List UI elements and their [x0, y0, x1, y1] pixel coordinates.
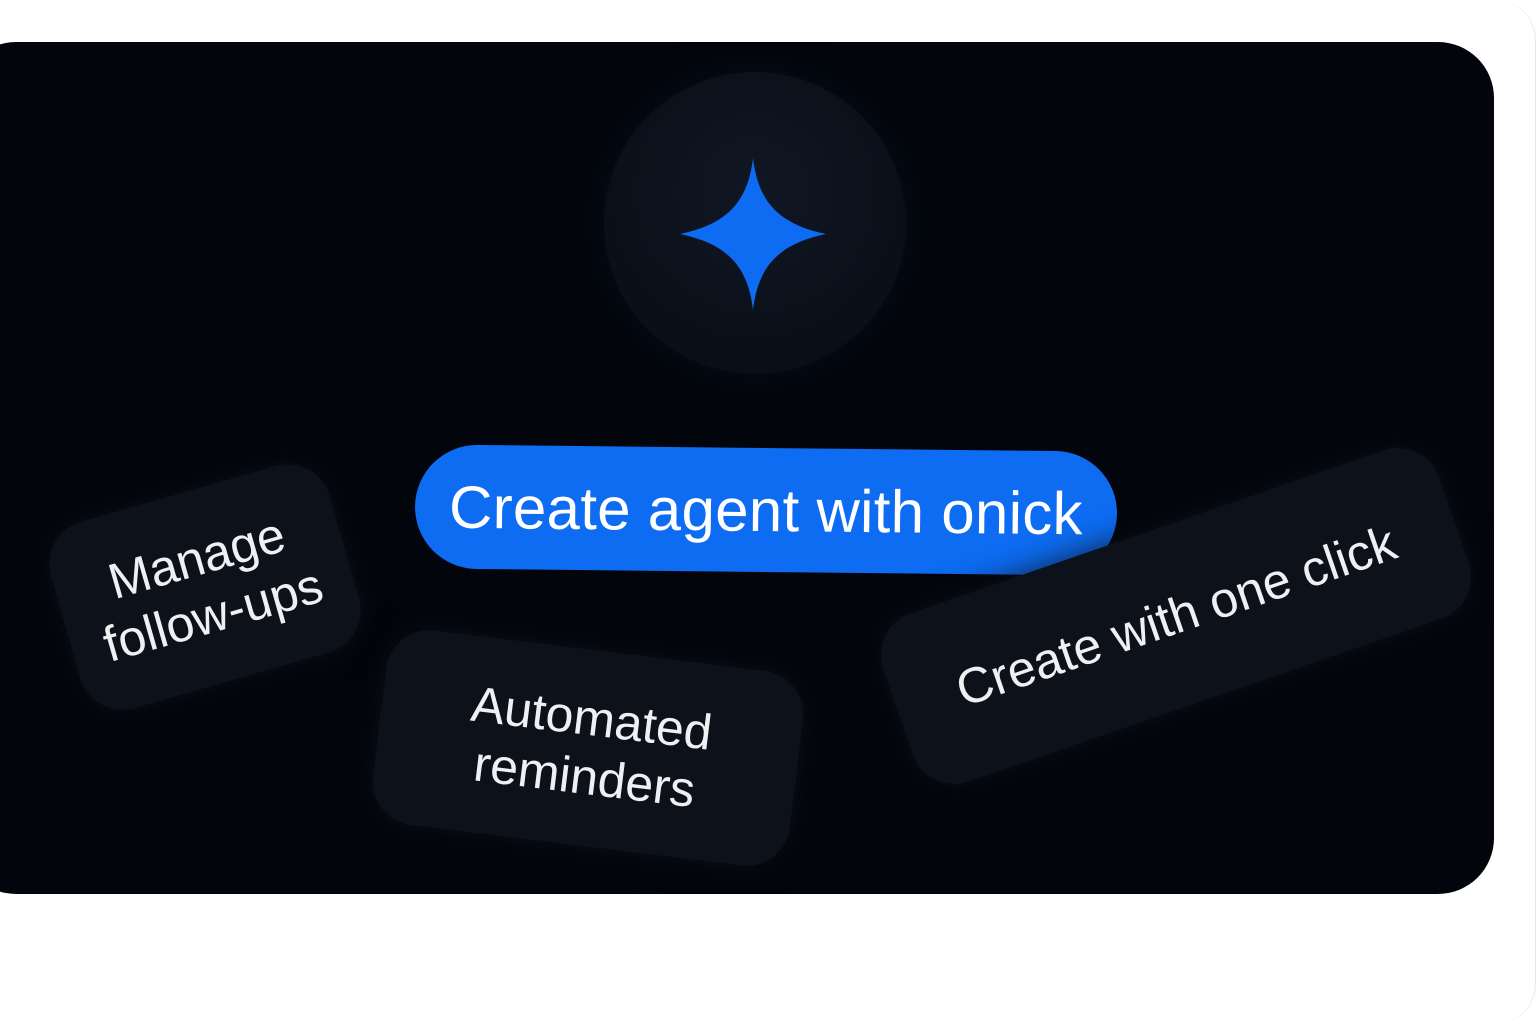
chip-label: Automated reminders: [461, 675, 715, 822]
chip-automated-reminders[interactable]: Automated reminders: [367, 625, 809, 871]
sparkle-icon: [680, 158, 826, 310]
hero-card: Create agent with onick Manage follow-up…: [0, 42, 1494, 894]
chip-label: Manage follow-ups: [81, 499, 330, 674]
sparkle-orb: [604, 72, 906, 374]
create-agent-button[interactable]: Create agent with onick: [414, 444, 1118, 576]
chip-manage-follow-ups[interactable]: Manage follow-ups: [38, 453, 372, 721]
